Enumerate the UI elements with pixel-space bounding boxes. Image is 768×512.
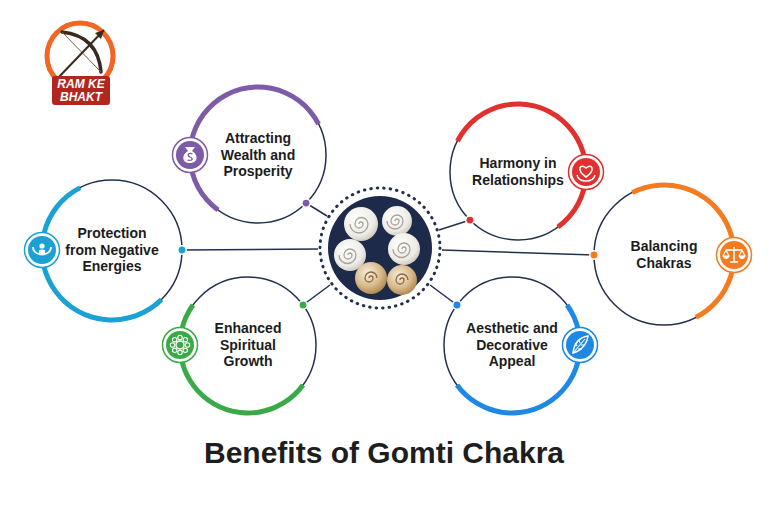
text-group: Enhanced Spiritual Growth — [196, 320, 300, 370]
benefit-icon — [25, 233, 60, 268]
benefit-text: Harmony in Relationships — [466, 155, 570, 189]
text-group: Aesthetic and Decorative Appeal — [460, 320, 564, 370]
benefit-icon — [569, 155, 604, 190]
benefit-circle: Harmony in Relationships — [450, 104, 586, 240]
benefit-text: Aesthetic and Decorative Appeal — [460, 320, 564, 370]
diagram-title: Benefits of Gomti Chakra — [0, 436, 768, 470]
shell-picture — [320, 188, 440, 308]
benefit-text: Enhanced Spiritual Growth — [196, 320, 300, 370]
text-group: Protection from Negative Energies — [60, 225, 164, 275]
benefit-text: Protection from Negative Energies — [60, 225, 164, 275]
benefit-text: Balancing Chakras — [612, 238, 716, 272]
benefit-circle: Balancing Chakras — [594, 185, 734, 325]
benefit-text: Attracting Wealth and Prosperity — [206, 130, 310, 180]
benefit-circle: Protection from Negative Energies — [42, 180, 182, 320]
benefit-icon — [163, 328, 198, 363]
benefit-icon — [563, 328, 598, 363]
benefit-icon — [173, 138, 208, 173]
text-group: Harmony in Relationships — [466, 155, 570, 189]
benefit-circle: Enhanced Spiritual Growth — [180, 277, 316, 413]
logo-text: RAM KE BHAKT — [52, 76, 110, 105]
benefit-icon — [717, 238, 752, 273]
benefit-circle: Aesthetic and Decorative Appeal — [444, 277, 580, 413]
text-group: Attracting Wealth and Prosperity — [206, 130, 310, 180]
text-group: Balancing Chakras — [612, 238, 716, 272]
benefit-circle: Attracting Wealth and Prosperity — [190, 87, 326, 223]
